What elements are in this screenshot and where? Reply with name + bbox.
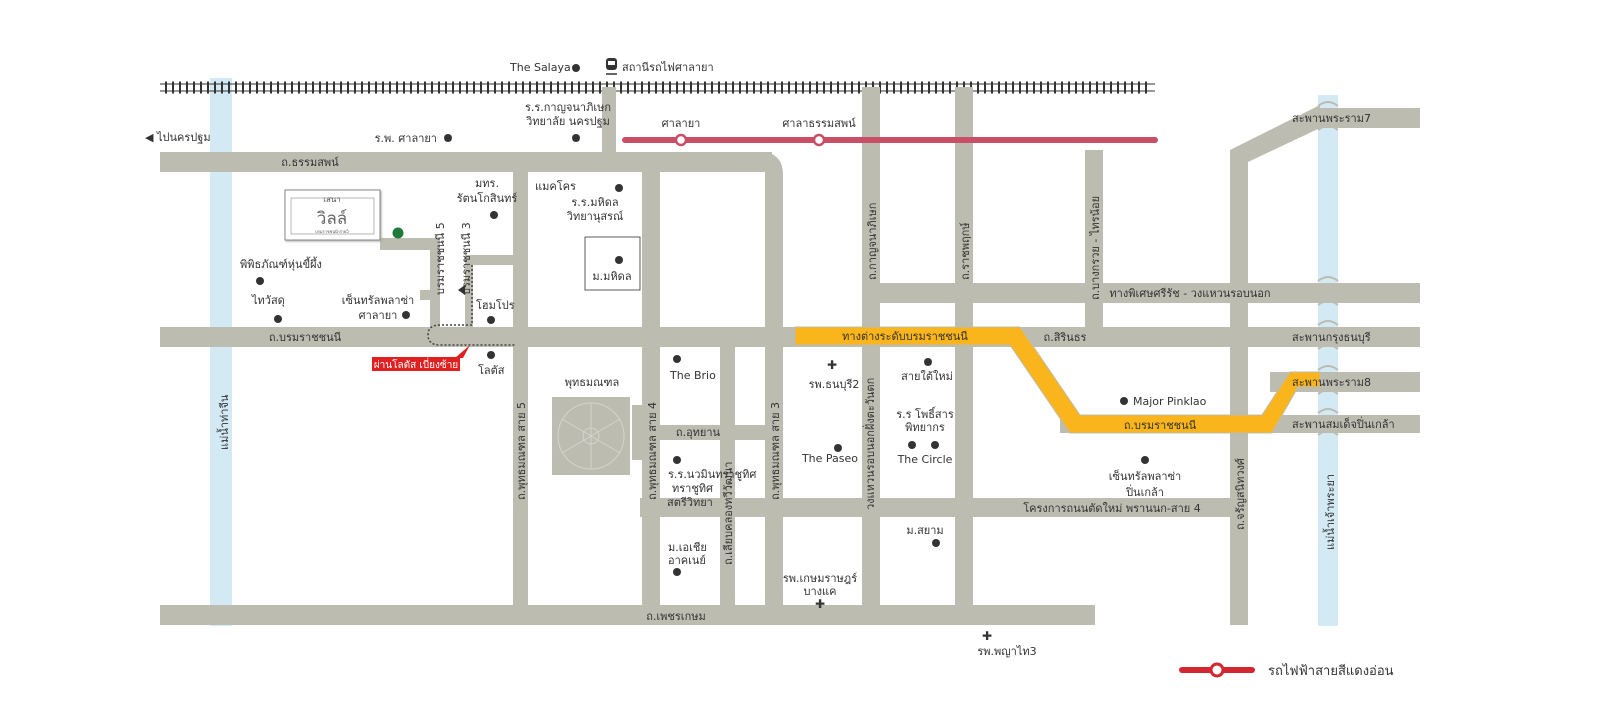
bridge-label: สะพานพระราม7 xyxy=(1292,112,1371,125)
road-label: ทางต่างระดับบรมราชชนนี xyxy=(842,330,968,343)
hospital-cross-icon: ✚ xyxy=(982,629,992,643)
project-logo: เสนา วิลล์ บรมราชชนนี-สาย5 xyxy=(284,189,381,241)
svg-text:The Circle: The Circle xyxy=(897,453,953,466)
svg-text:เซ็นทรัลพลาซ่า: เซ็นทรัลพลาซ่า xyxy=(342,293,414,307)
svg-text:รพ.ธนบุรี2: รพ.ธนบุรี2 xyxy=(809,378,860,391)
svg-text:ม.สยาม: ม.สยาม xyxy=(906,524,943,537)
elevated-expressway xyxy=(794,326,1321,434)
svg-text:ผ่านโลตัส เบี่ยงซ้าย: ผ่านโลตัส เบี่ยงซ้าย xyxy=(374,357,458,371)
road-label: ถ.พุทธมณฑล สาย 4 xyxy=(646,402,659,500)
hospital-cross-icon: ✚ xyxy=(827,358,837,372)
road-label: ถ.พุทธมณฑล สาย 3 xyxy=(769,402,782,500)
callout-lotus: ผ่านโลตัส เบี่ยงซ้าย xyxy=(372,345,470,371)
svg-text:วิทยาลัย นครปฐม: วิทยาลัย นครปฐม xyxy=(525,115,610,128)
svg-text:อาคเนย์: อาคเนย์ xyxy=(668,554,706,567)
road-label: ถ.บางกรวย - ไทรน้อย xyxy=(1089,196,1102,300)
svg-text:ร.ร.นวมินทราชูทิศ: ร.ร.นวมินทราชูทิศ xyxy=(668,468,756,481)
poi-dot xyxy=(572,64,580,72)
railway xyxy=(160,81,1155,94)
svg-text:บรมราชชนนี-สาย5: บรมราชชนนี-สาย5 xyxy=(315,229,349,234)
road-label: บรมราชชนนี 3 xyxy=(460,222,473,295)
svg-text:ร.ร.มหิดล: ร.ร.มหิดล xyxy=(571,196,618,209)
svg-text:ม.เอเชีย: ม.เอเชีย xyxy=(668,541,707,554)
svg-text:พุทธมณฑล: พุทธมณฑล xyxy=(565,376,620,389)
bridge-arcs xyxy=(1317,101,1339,436)
svg-text:ร.ร.กาญจนาภิเษก: ร.ร.กาญจนาภิเษก xyxy=(525,101,611,114)
station-label: ศาลาธรรมสพน์ xyxy=(782,117,856,130)
svg-text:ปิ่นเกล้า: ปิ่นเกล้า xyxy=(1125,484,1164,499)
road-label: บรมราชชนนี 5 xyxy=(434,222,447,295)
project-location-marker xyxy=(392,227,404,239)
hospital-cross-icon: ✚ xyxy=(815,597,825,611)
svg-text:พิทยากร: พิทยากร xyxy=(905,421,945,434)
svg-text:รพ.พญาไท3: รพ.พญาไท3 xyxy=(977,645,1036,658)
train-icon xyxy=(606,58,617,75)
chao-phraya-river xyxy=(1318,95,1338,626)
svg-text:โลตัส: โลตัส xyxy=(478,363,505,377)
river-label: แม่น้ำท่าจีน xyxy=(216,394,231,450)
road-label: ถ.ธรรมสพน์ xyxy=(281,156,339,169)
svg-text:แมคโคร: แมคโคร xyxy=(535,179,576,193)
svg-text:ไทวัสดุ: ไทวัสดุ xyxy=(251,294,285,307)
bridge-label: สะพานสมเด็จปิ่นเกล้า xyxy=(1292,416,1395,431)
svg-text:The Brio: The Brio xyxy=(669,369,716,382)
road-label: ถ.อุทยาน xyxy=(676,426,721,439)
road-label: ถ.บรมราชชนนี xyxy=(1124,419,1197,432)
svg-text:ร.ร โพธิ์สาร: ร.ร โพธิ์สาร xyxy=(896,406,954,421)
map-legend: รถไฟฟ้าสายสีแดงอ่อน xyxy=(1179,662,1394,679)
road-label: ถ.พุทธมณฑล สาย 5 xyxy=(515,402,528,500)
svg-text:วิลล์: วิลล์ xyxy=(316,209,347,229)
road-label: โครงการถนนตัดใหม่ พรานนก-สาย 4 xyxy=(1023,501,1200,515)
svg-text:บางแค: บางแค xyxy=(804,585,837,598)
svg-text:รถไฟฟ้าสายสีแดงอ่อน: รถไฟฟ้าสายสีแดงอ่อน xyxy=(1268,663,1394,679)
river-label: แม่น้ำเจ้าพระยา xyxy=(1322,474,1337,550)
direction-arrow-icon xyxy=(458,285,465,295)
svg-text:ร.พ. ศาลายา: ร.พ. ศาลายา xyxy=(375,132,437,145)
svg-text:พิพิธภัณฑ์หุ่นขี้ผึ้ง: พิพิธภัณฑ์หุ่นขี้ผึ้ง xyxy=(240,256,322,271)
svg-text:วิทยานุสรณ์: วิทยานุสรณ์ xyxy=(566,210,623,223)
road-label: ทางพิเศษศรีรัช - วงแหวนรอบนอก xyxy=(1109,287,1270,300)
road-label: ถ.ราชพฤกษ์ xyxy=(959,222,972,280)
tha-chin-river xyxy=(210,78,232,626)
bridge-label: สะพานพระราม8 xyxy=(1292,376,1371,389)
phutthamonthon-wheel-icon xyxy=(552,397,630,475)
road-label: ถ.จรัญสนิทวงศ์ xyxy=(1234,458,1247,530)
svg-text:The Paseo: The Paseo xyxy=(801,452,858,465)
to-nakhon-pathom: ◀ ไปนครปฐม xyxy=(145,131,211,144)
station-marker xyxy=(812,133,826,147)
road-label: ถ.เพชรเกษม xyxy=(646,610,705,623)
bridge-label: สะพานกรุงธนบุรี xyxy=(1292,331,1371,344)
svg-text:โฮมโปร: โฮมโปร xyxy=(476,298,515,312)
svg-text:เสนา: เสนา xyxy=(323,195,341,204)
svg-text:ศาลายา: ศาลายา xyxy=(359,309,398,322)
poi-layer: ร.ร.กาญจนาภิเษก วิทยาลัย นครปฐม ร.พ. ศาล… xyxy=(240,101,1207,658)
label-station: สถานีรถไฟศาลายา xyxy=(622,61,714,74)
svg-text:สตรีวิทยา: สตรีวิทยา xyxy=(667,496,713,509)
svg-text:มทร.: มทร. xyxy=(475,177,499,190)
svg-text:รพ.เกษมราษฎร์: รพ.เกษมราษฎร์ xyxy=(783,572,857,585)
label-the-salaya: The Salaya xyxy=(509,61,571,74)
road-label: ถ.เลียบคลองทวีวัฒนา xyxy=(722,462,735,565)
road-label: ถ.บรมราชชนนี xyxy=(269,331,342,344)
svg-text:ทราชูทิศ: ทราชูทิศ xyxy=(672,482,713,495)
svg-text:สายใต้ใหม่: สายใต้ใหม่ xyxy=(901,370,953,383)
road-label: ถ.กาญจนาภิเษก xyxy=(866,203,879,280)
road-label: วงแหวนรอบนอกฝั่งตะวันตก xyxy=(862,378,877,510)
road-network xyxy=(160,87,1420,625)
svg-text:เซ็นทรัลพลาซ่า: เซ็นทรัลพลาซ่า xyxy=(1109,469,1181,483)
route-path xyxy=(427,265,515,346)
svg-text:ม.มหิดล: ม.มหิดล xyxy=(592,270,631,283)
road-label: ถ.สิรินธร xyxy=(1044,331,1087,344)
station-marker xyxy=(674,133,688,147)
svg-text:Major Pinklao: Major Pinklao xyxy=(1133,395,1207,408)
station-label: ศาลายา xyxy=(662,117,701,130)
svg-text:รัตนโกสินทร์: รัตนโกสินทร์ xyxy=(457,191,518,205)
